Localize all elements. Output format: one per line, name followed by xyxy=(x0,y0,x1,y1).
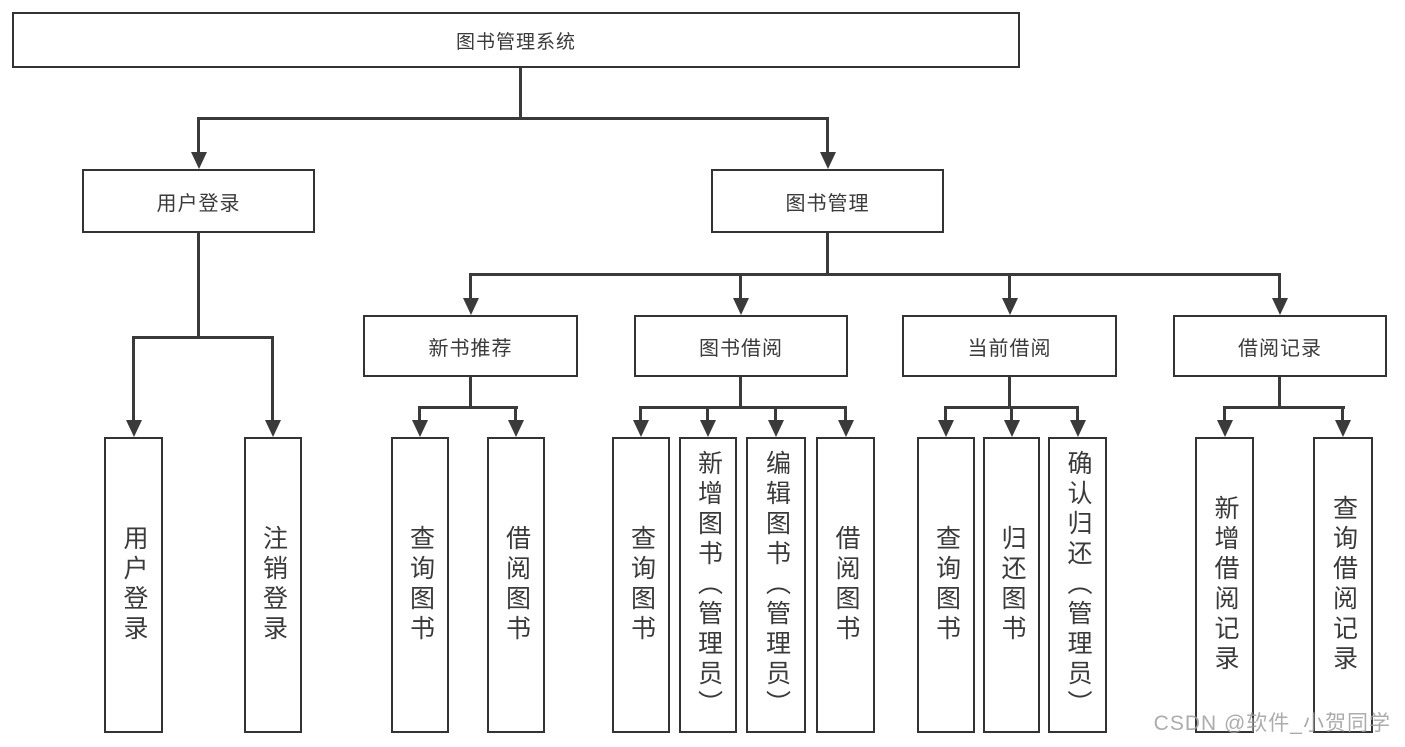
leaf-borrow-books-recommend: 借阅图书 xyxy=(487,437,545,733)
edge-login-trunk xyxy=(197,233,200,336)
edge-root-trunk xyxy=(519,68,522,117)
arrowhead-down-icon xyxy=(838,420,854,437)
arrowhead-down-icon xyxy=(633,420,649,437)
edge-stem-borrow-records xyxy=(1278,273,1281,299)
arrowhead-down-icon xyxy=(1002,298,1018,315)
node-new-book-recommend: 新书推荐 xyxy=(363,315,578,377)
edge-stem-new-book xyxy=(469,273,472,299)
edge-stem xyxy=(844,406,847,421)
arrowhead-down-icon xyxy=(1335,420,1351,437)
edge-stem xyxy=(1341,406,1344,421)
node-library-system: 图书管理系统 xyxy=(12,12,1020,68)
arrowhead-down-icon xyxy=(126,420,142,437)
arrowhead-down-icon xyxy=(1004,420,1020,437)
leaf-label: 查询借阅记录 xyxy=(1329,495,1358,675)
edge-mgmt-trunk xyxy=(826,233,829,273)
leaf-label: 用户登录 xyxy=(120,525,148,645)
edge-stem xyxy=(639,406,642,421)
leaf-label: 新增借阅记录 xyxy=(1211,495,1239,675)
edge-borrow-trunk xyxy=(739,377,742,406)
edge-stem xyxy=(1010,406,1013,421)
arrowhead-down-icon xyxy=(700,420,716,437)
node-book-management: 图书管理 xyxy=(711,169,944,233)
leaf-label: 编辑图书（管理员） xyxy=(762,450,791,720)
edge-stem xyxy=(944,406,947,421)
edge-mgmt-bar xyxy=(469,273,1281,276)
node-label: 当前借阅 xyxy=(967,337,1052,360)
arrowhead-down-icon xyxy=(1272,298,1288,315)
node-current-borrow: 当前借阅 xyxy=(902,315,1117,377)
leaf-user-login: 用户登录 xyxy=(104,437,163,733)
leaf-label: 借阅图书 xyxy=(832,525,860,645)
node-label: 图书借阅 xyxy=(699,337,783,360)
arrowhead-down-icon xyxy=(463,298,479,315)
arrowhead-down-icon xyxy=(733,298,749,315)
edge-records-trunk xyxy=(1278,377,1281,406)
node-label: 借阅记录 xyxy=(1238,337,1322,360)
leaf-confirm-return-admin: 确认归还（管理员） xyxy=(1048,437,1107,733)
edge-stem-user-login xyxy=(197,117,200,153)
leaf-add-borrow-record: 新增借阅记录 xyxy=(1195,437,1254,733)
leaf-label: 确认归还（管理员） xyxy=(1064,450,1092,720)
node-label: 图书管理 xyxy=(785,192,870,215)
edge-newbook-trunk xyxy=(469,377,472,406)
node-borrow-records: 借阅记录 xyxy=(1173,315,1387,377)
edge-stem-leaf-logout xyxy=(271,336,274,421)
leaf-edit-book-admin: 编辑图书（管理员） xyxy=(746,437,806,733)
leaf-add-book-admin: 新增图书（管理员） xyxy=(679,437,737,733)
leaf-query-books-borrow: 查询图书 xyxy=(612,437,670,733)
edge-stem xyxy=(418,406,421,421)
edge-root-bar xyxy=(197,117,829,120)
arrowhead-down-icon xyxy=(191,152,207,169)
arrowhead-down-icon xyxy=(508,420,524,437)
edge-login-bar xyxy=(132,336,274,339)
leaf-label: 新增图书（管理员） xyxy=(694,450,723,720)
arrowhead-down-icon xyxy=(412,420,428,437)
leaf-query-books-recommend: 查询图书 xyxy=(391,437,449,733)
edge-stem xyxy=(1076,406,1079,421)
node-book-borrow: 图书借阅 xyxy=(634,315,848,377)
edge-stem-leaf-login xyxy=(132,336,135,421)
leaf-query-books-current: 查询图书 xyxy=(917,437,975,733)
arrowhead-down-icon xyxy=(768,420,784,437)
edge-records-bar xyxy=(1223,406,1345,409)
arrowhead-down-icon xyxy=(1070,420,1086,437)
leaf-query-borrow-record: 查询借阅记录 xyxy=(1313,437,1373,733)
arrowhead-down-icon xyxy=(938,420,954,437)
edge-borrow-bar xyxy=(639,406,847,409)
leaf-label: 归还图书 xyxy=(998,525,1026,645)
arrowhead-down-icon xyxy=(1217,420,1233,437)
node-label: 新书推荐 xyxy=(428,337,513,360)
leaf-label: 注销登录 xyxy=(259,525,288,645)
leaf-return-book: 归还图书 xyxy=(983,437,1040,733)
edge-stem xyxy=(514,406,517,421)
edge-newbook-bar xyxy=(418,406,518,409)
leaf-borrow-books: 借阅图书 xyxy=(816,437,875,733)
leaf-logout: 注销登录 xyxy=(244,437,302,733)
csdn-watermark: CSDN @软件_小贺同学 xyxy=(1153,712,1391,735)
edge-current-trunk xyxy=(1008,377,1011,406)
edge-stem xyxy=(1223,406,1226,421)
arrowhead-down-icon xyxy=(820,152,836,169)
node-user-login: 用户登录 xyxy=(82,169,315,233)
arrowhead-down-icon xyxy=(265,420,281,437)
edge-stem-book-mgmt xyxy=(826,117,829,153)
leaf-label: 查询图书 xyxy=(627,525,656,645)
node-label: 用户登录 xyxy=(156,192,241,215)
leaf-label: 借阅图书 xyxy=(502,525,531,645)
edge-stem-current-borrow xyxy=(1008,273,1011,299)
leaf-label: 查询图书 xyxy=(406,525,435,645)
node-label: 图书管理系统 xyxy=(455,31,576,53)
leaf-label: 查询图书 xyxy=(932,525,961,645)
edge-stem-book-borrow xyxy=(739,273,742,299)
edge-stem xyxy=(774,406,777,421)
edge-stem xyxy=(706,406,709,421)
